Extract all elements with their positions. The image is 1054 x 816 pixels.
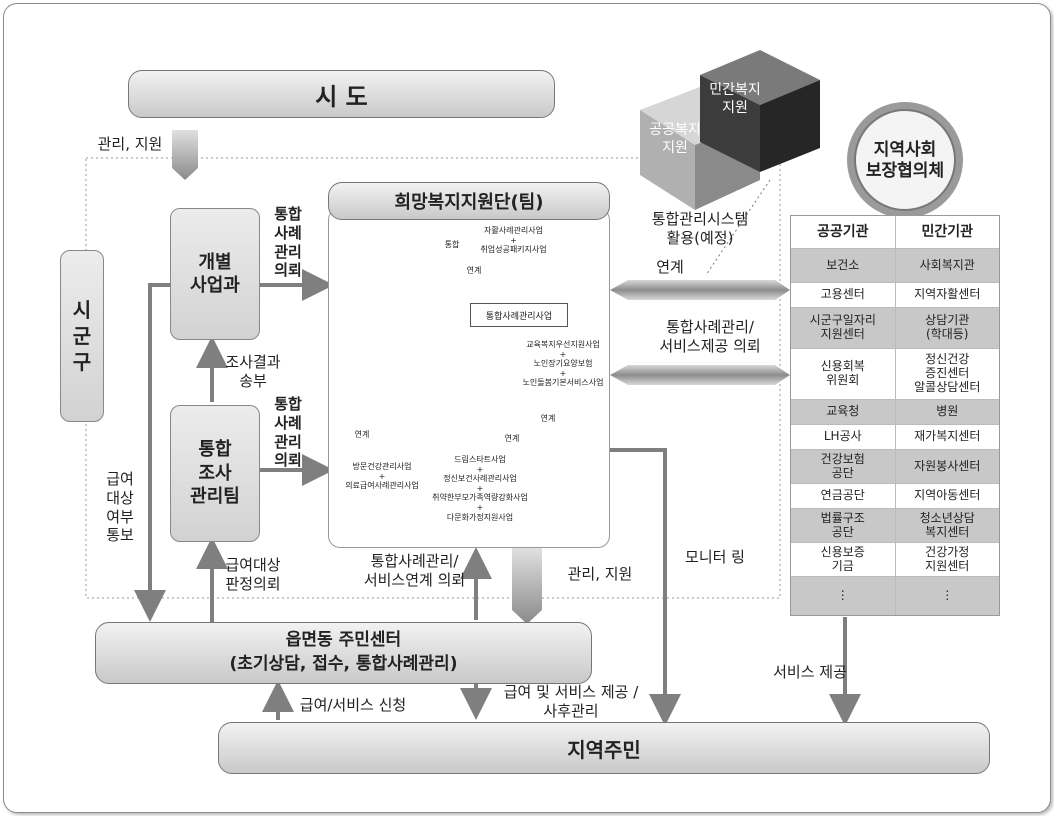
case-mgmt-label: 통합사례관리사업 bbox=[470, 303, 568, 327]
health-label: 보건 의료 bbox=[358, 366, 386, 390]
private-institution-cell: 상담기관 (학대등) bbox=[895, 308, 1000, 348]
edge-case-request-2: 통합 사례 관리 의뢰 bbox=[268, 395, 308, 470]
link-double-arrow bbox=[610, 280, 790, 300]
link-label-a: 연계 bbox=[462, 266, 486, 276]
self-support-label: 자활 고용 bbox=[426, 280, 454, 304]
table-row: ⋮⋮ bbox=[791, 576, 999, 615]
sido-node: 시 도 bbox=[128, 70, 555, 118]
edge-case-request-1: 통합 사례 관리 의뢰 bbox=[268, 205, 308, 280]
private-institution-cell: 건강가정 지원센터 bbox=[895, 543, 1000, 576]
link-label-b: 연계 bbox=[536, 414, 560, 424]
integrated-team-node: 통합 조사 관리팀 bbox=[170, 405, 260, 542]
edge-case-service-provide: 통합사례관리/ 서비스제공 의뢰 bbox=[640, 318, 780, 356]
private-institution-cell: 지역아동센터 bbox=[895, 484, 1000, 508]
daily-life-label: 일상 생활 지원 bbox=[481, 360, 509, 396]
edge-monitoring: 모니터 링 bbox=[675, 548, 755, 567]
dream-start-programs: 드림스타트사업 + 정신보건사례관리사업 + 취약한부모가족역량강화사업 + 다… bbox=[430, 455, 530, 522]
edge-service-provide: 서비스 제공 bbox=[770, 663, 850, 682]
emd-center-node: 읍면동 주민센터 (초기상담, 접수, 통합사례관리) bbox=[95, 622, 592, 684]
private-institution-cell: 청소년상담 복지센터 bbox=[895, 509, 1000, 542]
public-institution-cell: 시군구일자리 지원센터 bbox=[791, 308, 895, 348]
public-institution-cell: 보건소 bbox=[791, 249, 895, 282]
edge-benefit-judgement: 급여대상 판정의뢰 bbox=[218, 556, 288, 594]
header-private: 민간기관 bbox=[895, 216, 1000, 248]
private-institution-cell: 자원봉사센터 bbox=[895, 450, 1000, 483]
private-institution-cell: 지역자활센터 bbox=[895, 283, 1000, 307]
public-institution-cell: 신용회복 위원회 bbox=[791, 349, 895, 399]
private-institution-cell: 정신건강 증진센터 알콜상담센터 bbox=[895, 349, 1000, 399]
public-welfare-label: 공공복지 지원 bbox=[645, 122, 705, 157]
private-welfare-label: 민간복지 지원 bbox=[705, 82, 765, 117]
public-institution-cell: 교육청 bbox=[791, 400, 895, 424]
individual-dept-node: 개별 사업과 bbox=[170, 208, 260, 340]
public-institution-cell: 건강보험 공단 bbox=[791, 450, 895, 483]
private-institution-cell: 병원 bbox=[895, 400, 1000, 424]
edge-manage-support-bottom: 관리, 지원 bbox=[560, 565, 640, 584]
public-institution-cell: 신용보증 기금 bbox=[791, 543, 895, 576]
edge-manage-support-top: 관리, 지원 bbox=[90, 135, 170, 154]
edge-link: 연계 bbox=[650, 258, 690, 277]
private-institution-cell: 재가복지센터 bbox=[895, 425, 1000, 449]
service-double-arrow bbox=[610, 365, 790, 385]
public-institution-cell: LH공사 bbox=[791, 425, 895, 449]
edge-integrated-system: 통합관리시스템 활용(예정) bbox=[640, 210, 760, 248]
sigungu-node: 시 군 구 bbox=[60, 250, 104, 422]
edge-benefit-notice: 급여 대상 여부 통보 bbox=[100, 470, 140, 545]
health-programs: 방문건강관리사업 + 의료급여사례관리사업 bbox=[342, 462, 422, 491]
private-institution-cell: 사회복지관 bbox=[895, 249, 1000, 282]
public-institution-cell: 고용센터 bbox=[791, 283, 895, 307]
self-support-programs: 자활사례관리사업 + 취업성공패키지사업 bbox=[466, 226, 561, 255]
arrow-monitoring bbox=[610, 450, 665, 718]
tonghap-label: 통합 bbox=[440, 240, 464, 250]
edge-provide-followup: 급여 및 서비스 제공 / 사후관리 bbox=[486, 683, 656, 721]
link-label-d: 연계 bbox=[500, 434, 524, 444]
public-institution-cell: 연금공단 bbox=[791, 484, 895, 508]
hope-team-title: 희망복지지원단(팀) bbox=[328, 182, 610, 220]
hope-down-arrow bbox=[512, 548, 542, 624]
public-institution-cell: 법률구조 공단 bbox=[791, 509, 895, 542]
header-public: 공공기관 bbox=[791, 216, 895, 248]
edge-case-service-link: 통합사례관리/ 서비스연계 의뢰 bbox=[352, 552, 477, 590]
institution-table-header: 공공기관 민간기관 bbox=[791, 216, 999, 248]
link-label-c: 연계 bbox=[350, 430, 374, 440]
edge-apply: 급여/서비스 신청 bbox=[288, 696, 418, 715]
edge-survey-result: 조사결과 송부 bbox=[218, 353, 288, 391]
public-institution-cell: ⋮ bbox=[791, 577, 895, 615]
residents-node: 지역주민 bbox=[218, 722, 990, 774]
sido-down-arrow bbox=[172, 130, 198, 180]
private-institution-cell: ⋮ bbox=[895, 577, 1000, 615]
daily-life-programs: 교육복지우선지원사업 + 노인장기요양보험 + 노인돌봄기본서비스사업 bbox=[520, 340, 606, 388]
arrow-dept-to-center bbox=[150, 285, 170, 614]
council-label: 지역사회 보장협의체 bbox=[860, 140, 950, 183]
